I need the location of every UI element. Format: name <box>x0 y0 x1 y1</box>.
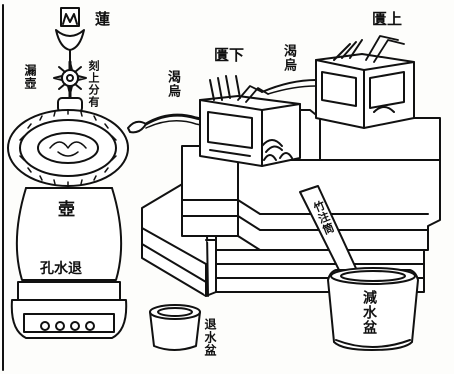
label-big-basin: 減水盆 <box>361 290 377 335</box>
label-upper-tank: 匱上 <box>372 10 403 28</box>
lower-tank <box>199 75 301 167</box>
sun-flower-ornament <box>53 61 87 95</box>
upper-tank <box>261 35 415 129</box>
overflow-basin-large <box>327 267 419 351</box>
siphon-pipe-left <box>127 113 208 134</box>
label-small-basin: 退水盆 <box>203 318 217 357</box>
label-lower-tank: 匱下 <box>214 46 245 64</box>
label-siphon-left: 渴烏 <box>165 70 180 98</box>
label-vessel: 壺 <box>58 200 75 220</box>
label-holes: 孔水退 <box>40 261 82 277</box>
lotus-vessel <box>7 7 129 339</box>
label-left-side: 漏壺 <box>23 64 37 90</box>
label-right-side: 刻上分有 <box>87 60 100 108</box>
label-top-ornament: 蓮 <box>95 10 111 28</box>
label-siphon-upper: 渴烏 <box>281 44 296 72</box>
overflow-basin-small <box>149 304 201 351</box>
